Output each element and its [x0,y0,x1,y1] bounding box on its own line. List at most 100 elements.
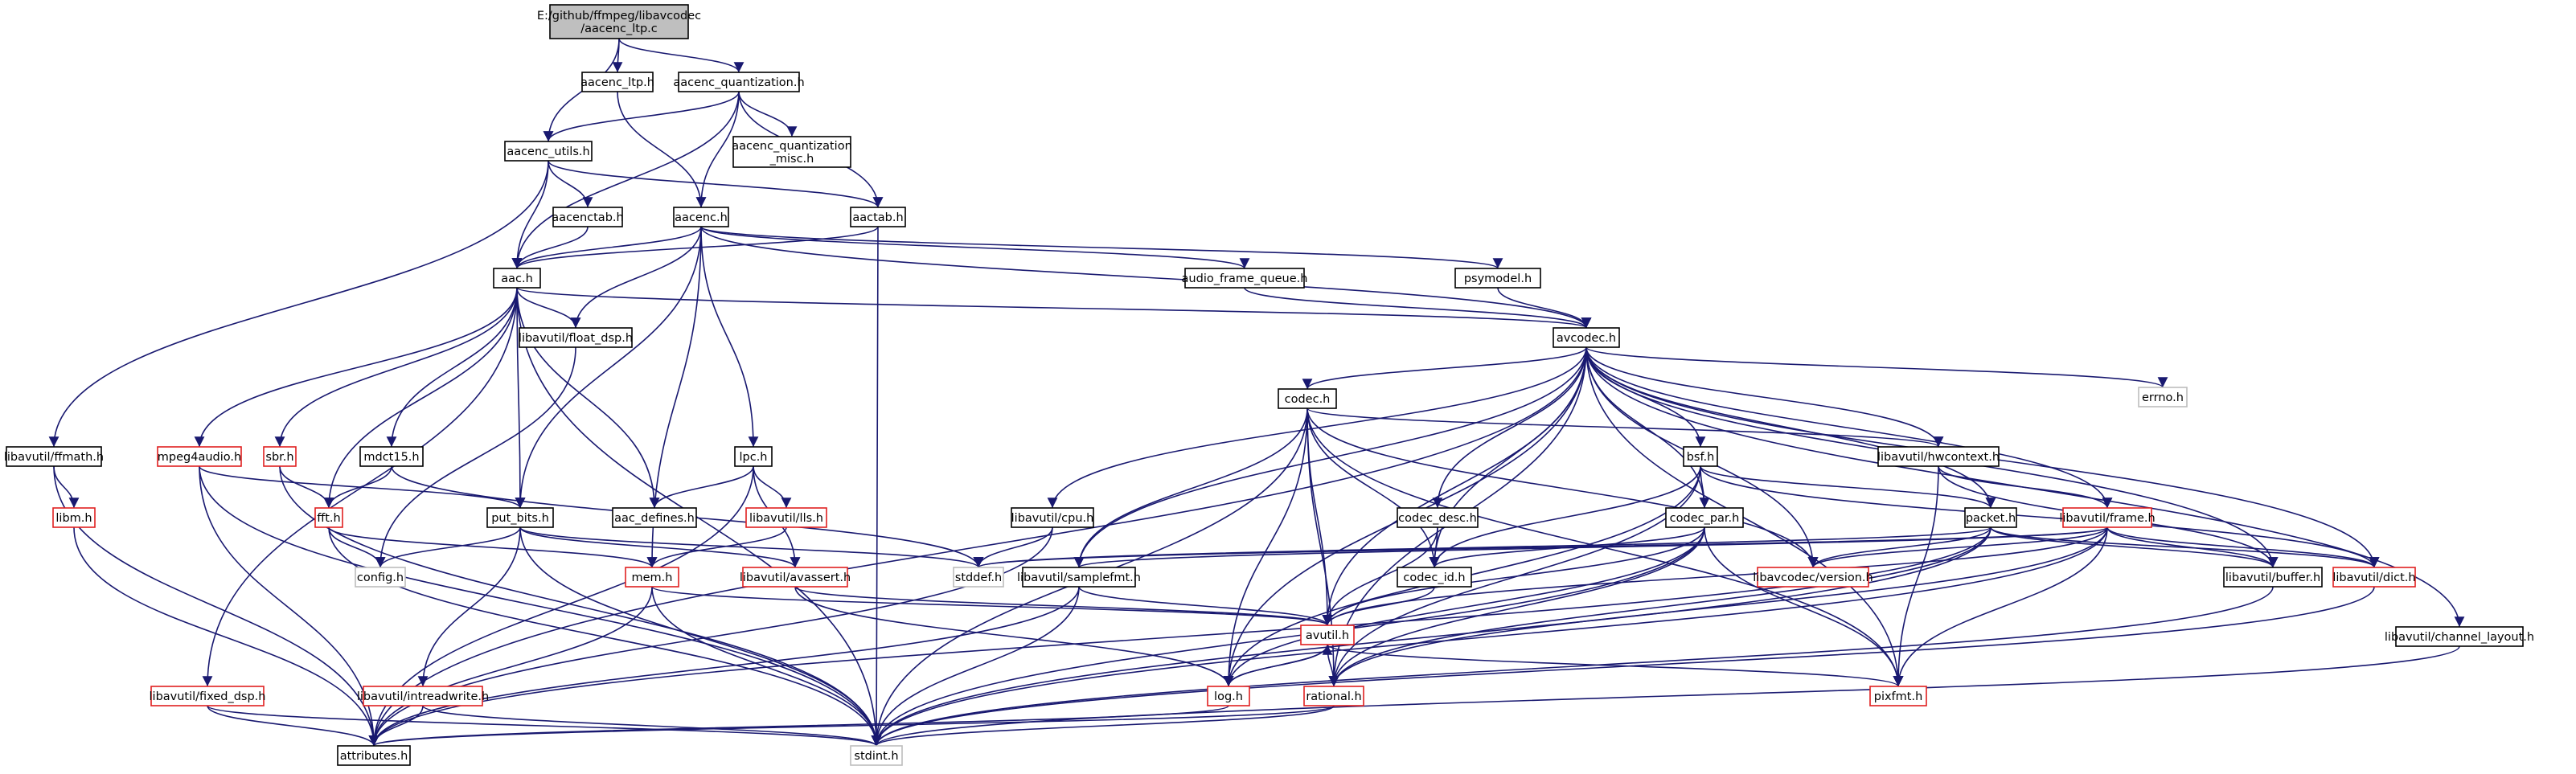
node-label: log.h [1214,690,1243,703]
node-stddef[interactable]: stddef.h [953,567,1004,588]
node-errno[interactable]: errno.h [2138,387,2188,407]
node-box [1964,507,2017,528]
node-box [493,268,541,289]
edge-fft-to-mem [328,526,658,568]
node-codec_desc[interactable]: codec_desc.h [1397,507,1479,528]
node-aacenctab[interactable]: aacenctab.h [552,207,624,227]
node-label: pixfmt.h [1874,690,1923,703]
node-label: _misc.h [769,153,814,166]
node-aacenc_h[interactable]: aacenc.h [673,207,729,227]
edge-aactab-to-aac_h [511,226,879,269]
node-label: aac_defines.h [614,512,695,525]
edge-log-to-avutil [1228,644,1333,687]
node-label: attributes.h [340,750,408,763]
node-box [1665,507,1744,528]
node-codec_id[interactable]: codec_id.h [1397,567,1472,588]
edge-frame-to-samplefmt [1074,526,2108,568]
node-attributes[interactable]: attributes.h [337,745,411,766]
edge-codec_h-to-hwcontext [1306,407,1943,448]
node-aac_h[interactable]: aac.h [493,268,541,289]
node-aactab[interactable]: aactab.h [850,207,906,227]
edges-layer [48,38,2465,747]
node-packet[interactable]: packet.h [1964,507,2017,528]
node-fft[interactable]: fft.h [314,507,343,528]
node-avcodec[interactable]: avcodec.h [1553,327,1620,348]
node-codec_h[interactable]: codec.h [1278,388,1337,409]
node-libm[interactable]: libm.h [52,507,96,528]
edge-aacenc_h-to-aac_h [511,226,702,269]
edge-avcodec-to-errno [1585,346,2168,388]
node-audio_fq[interactable]: audio_frame_queue.h [1182,268,1308,289]
node-dict[interactable]: libavutil/dict.h [2332,567,2416,588]
node-box [337,745,411,766]
node-lls[interactable]: libavutil/lls.h [745,507,827,528]
node-root[interactable]: E:/github/ffmpeg/libavcodec/aacenc_ltp.c [537,4,701,39]
node-aacenc_quant[interactable]: aacenc_quantization.h [673,72,805,92]
node-label: codec_desc.h [1398,512,1477,525]
edge-codec_desc-to-avutil [1322,526,1438,626]
node-rational[interactable]: rational.h [1303,686,1364,706]
node-sbr[interactable]: sbr.h [263,446,297,467]
node-codec_par[interactable]: codec_par.h [1665,507,1744,528]
edge-put_bits-to-avassert [519,526,801,568]
node-intreadwrite[interactable]: libavutil/intreadwrite.h [357,686,489,706]
node-mpeg4audio[interactable]: mpeg4audio.h [157,446,242,467]
edge-audio_fq-to-avcodec [1244,287,1592,329]
node-label: fft.h [317,512,340,525]
edge-packet-to-dict [1990,526,2380,568]
node-cpu[interactable]: libavutil/cpu.h [1011,507,1094,528]
edge-mpeg4audio-to-stdint [199,465,882,747]
node-box [157,446,242,467]
node-stdint[interactable]: stdint.h [850,745,903,766]
node-hwcontext[interactable]: libavutil/hwcontext.h [1877,446,2000,467]
node-label: libavutil/intreadwrite.h [357,690,489,703]
node-aacenc_utils[interactable]: aacenc_utils.h [504,141,593,162]
node-label: codec_par.h [1670,512,1740,525]
node-box [2062,507,2152,528]
node-samplefmt[interactable]: libavutil/samplefmt.h [1017,567,1141,588]
node-frame[interactable]: libavutil/frame.h [2059,507,2156,528]
node-pixfmt[interactable]: pixfmt.h [1869,686,1927,706]
node-put_bits[interactable]: put_bits.h [486,507,554,528]
edge-float_dsp-to-config [375,346,576,568]
node-box [678,72,800,92]
edge-put_bits-to-config [375,526,521,568]
edge-bsf-to-packet [1700,465,1996,509]
node-label: libavutil/samplefmt.h [1017,571,1141,584]
edge-frame-to-pixfmt [1893,526,2108,687]
node-aac_defines[interactable]: aac_defines.h [612,507,697,528]
node-config[interactable]: config.h [355,567,406,588]
node-avassert[interactable]: libavutil/avassert.h [740,567,851,588]
node-fixed_dsp[interactable]: libavutil/fixed_dsp.h [150,686,266,706]
edge-avcodec-to-avutil [1322,346,1587,626]
node-ffmath[interactable]: libavutil/ffmath.h [4,446,104,467]
node-avutil[interactable]: avutil.h [1300,625,1355,645]
node-lpc[interactable]: lpc.h [734,446,773,467]
node-mem[interactable]: mem.h [625,567,679,588]
node-box [1278,388,1337,409]
node-aacenc_ltp_h[interactable]: aacenc_ltp.h [580,72,654,92]
edge-aac_h-to-sbr [274,287,518,448]
node-mdct15[interactable]: mdct15.h [359,446,424,467]
node-float_dsp[interactable]: libavutil/float_dsp.h [519,327,633,348]
node-psymodel[interactable]: psymodel.h [1454,268,1541,289]
node-version[interactable]: libavcodec/version.h [1753,567,1873,588]
node-log[interactable]: log.h [1207,686,1250,706]
edge-aacenc_quant-to-aacenc_h [695,91,740,208]
edge-bsf-to-dict [1700,465,2380,568]
node-quant_misc[interactable]: aacenc_quantization_misc.h [732,136,852,168]
edge-mem-to-attributes [368,586,653,747]
edge-libm-to-attributes [73,526,379,747]
edge-codec_h-to-samplefmt [1073,407,1308,568]
node-bsf[interactable]: bsf.h [1683,446,1718,467]
node-box [263,446,297,467]
edge-aacenc_ltp_h-to-aacenc_h [617,91,707,208]
node-channel_layout[interactable]: libavutil/channel_layout.h [2385,626,2534,647]
edge-codec_h-to-codec_id [1306,407,1440,568]
edge-aacenc_h-to-put_bits [515,226,702,509]
edge-aacenc_h-to-psymodel [700,226,1503,269]
edge-packet-to-version [1807,526,1991,568]
node-buffer[interactable]: libavutil/buffer.h [2223,567,2323,588]
edge-rational-to-attributes [369,705,1335,747]
